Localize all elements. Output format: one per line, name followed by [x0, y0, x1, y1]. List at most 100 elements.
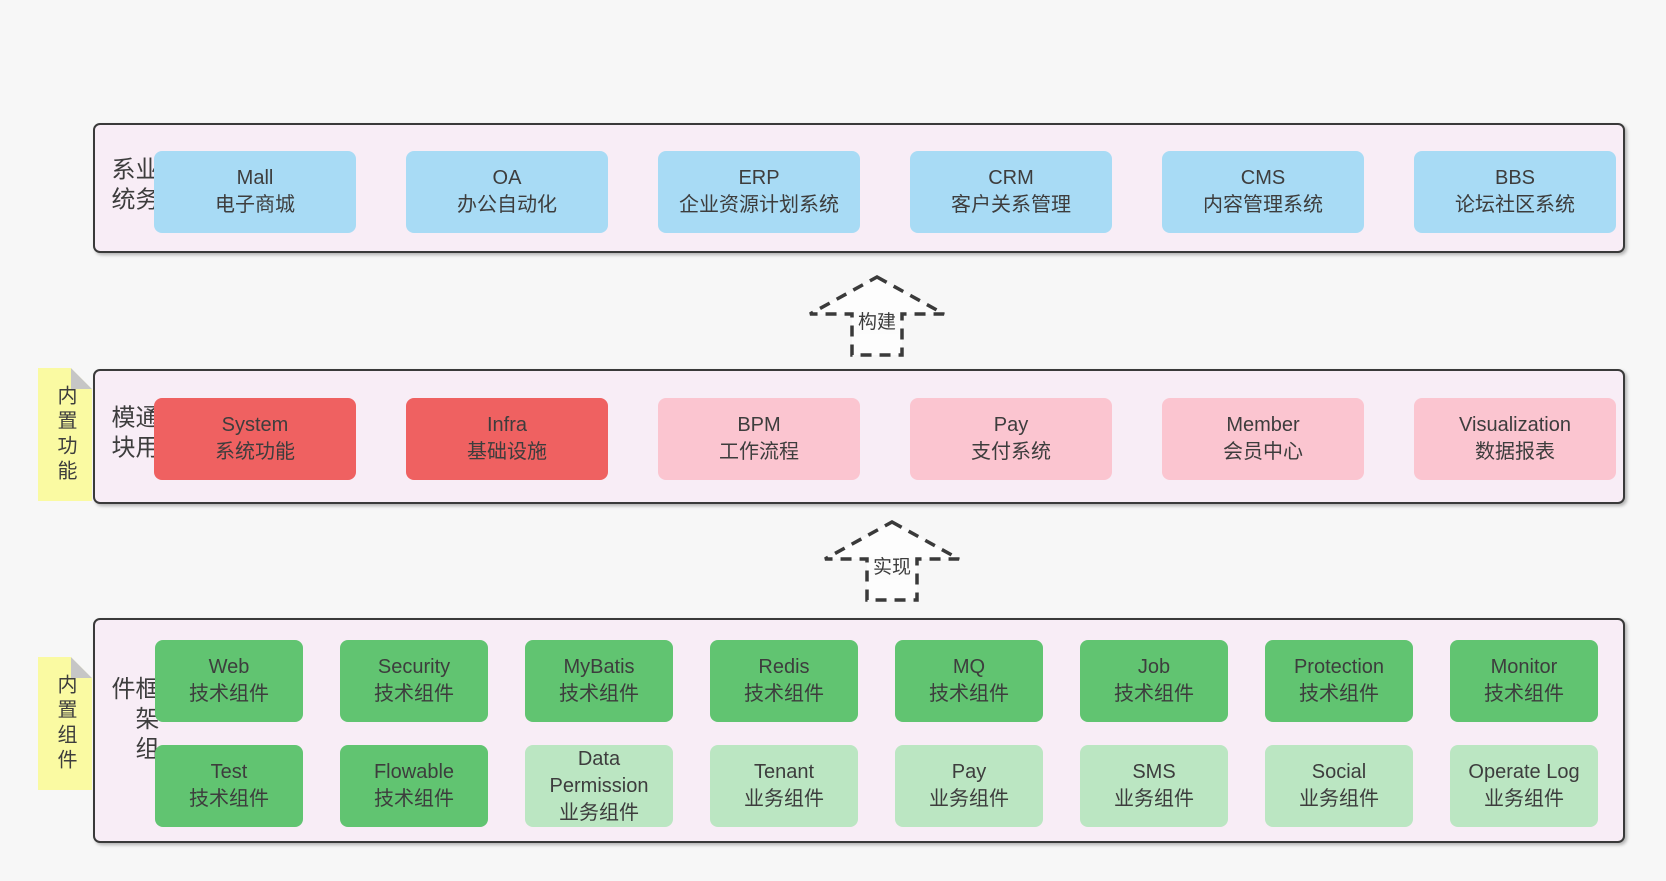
box-subtitle: 技术组件 [1114, 683, 1194, 705]
box-pay-biz: Pay 业务组件 [895, 745, 1043, 827]
box-title: BPM [737, 414, 781, 436]
box-subtitle: 技术组件 [189, 683, 269, 705]
box-cms: CMS 内容管理系统 [1162, 151, 1364, 233]
box-title: Operate Log [1468, 761, 1580, 783]
layer-common-modules: 通用模块 System 系统功能 Infra 基础设施 BPM 工作流程 Pay… [93, 369, 1625, 504]
box-title: Data Permission [549, 747, 649, 797]
box-subtitle: 技术组件 [1299, 683, 1379, 705]
box-mq: MQ 技术组件 [895, 640, 1043, 722]
box-subtitle: 内容管理系统 [1203, 194, 1323, 216]
box-subtitle: 业务组件 [1114, 788, 1194, 810]
box-title: Mall [236, 167, 274, 189]
box-title: CRM [988, 167, 1034, 189]
box-subtitle: 技术组件 [744, 683, 824, 705]
box-subtitle: 工作流程 [719, 441, 799, 463]
box-title: Tenant [753, 761, 815, 783]
box-subtitle: 支付系统 [971, 441, 1051, 463]
box-data-permission: Data Permission 业务组件 [525, 745, 673, 827]
box-subtitle: 业务组件 [929, 788, 1009, 810]
implement-arrow-label: 实现 [869, 557, 915, 579]
box-title: Web [208, 656, 250, 678]
box-title: MQ [952, 656, 986, 678]
layer-business-systems: 业务系统 Mall 电子商城 OA 办公自动化 ERP 企业资源计划系统 CRM… [93, 123, 1625, 253]
box-infra: Infra 基础设施 [406, 398, 608, 480]
box-subtitle: 业务组件 [559, 801, 639, 824]
box-title: Member [1226, 414, 1300, 436]
box-subtitle: 技术组件 [1484, 683, 1564, 705]
box-title: Job [1137, 656, 1171, 678]
box-title: Security [377, 656, 451, 678]
box-tenant: Tenant 业务组件 [710, 745, 858, 827]
box-title: Pay [993, 414, 1029, 436]
build-arrow: 构建 [807, 274, 947, 358]
box-redis: Redis 技术组件 [710, 640, 858, 722]
box-subtitle: 技术组件 [559, 683, 639, 705]
box-subtitle: 业务组件 [744, 788, 824, 810]
folded-corner-icon [71, 657, 92, 678]
sticky-note-label: 内置组件 [54, 673, 76, 774]
box-sms: SMS 业务组件 [1080, 745, 1228, 827]
box-subtitle: 业务组件 [1484, 788, 1564, 810]
box-erp: ERP 企业资源计划系统 [658, 151, 860, 233]
layer-label-business-systems: 业务系统 [107, 156, 158, 217]
box-subtitle: 会员中心 [1223, 441, 1303, 463]
box-title: Monitor [1490, 656, 1558, 678]
box-subtitle: 技术组件 [374, 683, 454, 705]
box-member: Member 会员中心 [1162, 398, 1364, 480]
box-subtitle: 企业资源计划系统 [679, 194, 839, 216]
box-crm: CRM 客户关系管理 [910, 151, 1112, 233]
layer-label-framework-components: 框架组件 [107, 675, 158, 766]
box-title: Redis [758, 656, 810, 678]
box-title: ERP [738, 167, 780, 189]
box-test: Test 技术组件 [155, 745, 303, 827]
box-mybatis: MyBatis 技术组件 [525, 640, 673, 722]
box-job: Job 技术组件 [1080, 640, 1228, 722]
box-title: BBS [1494, 167, 1536, 189]
sticky-note-label: 内置功能 [54, 384, 76, 485]
box-subtitle: 技术组件 [929, 683, 1009, 705]
box-subtitle: 业务组件 [1299, 788, 1379, 810]
box-subtitle: 数据报表 [1475, 441, 1555, 463]
box-oa: OA 办公自动化 [406, 151, 608, 233]
box-bpm: BPM 工作流程 [658, 398, 860, 480]
box-title: OA [492, 167, 522, 189]
box-title: System [221, 414, 289, 436]
box-protection: Protection 技术组件 [1265, 640, 1413, 722]
box-security: Security 技术组件 [340, 640, 488, 722]
box-title: Flowable [373, 761, 455, 783]
box-mall: Mall 电子商城 [154, 151, 356, 233]
box-subtitle: 论坛社区系统 [1455, 194, 1575, 216]
box-web: Web 技术组件 [155, 640, 303, 722]
box-monitor: Monitor 技术组件 [1450, 640, 1598, 722]
layer-label-common-modules: 通用模块 [107, 403, 158, 464]
box-title: CMS [1240, 167, 1286, 189]
box-subtitle: 办公自动化 [457, 194, 557, 216]
box-subtitle: 基础设施 [467, 441, 547, 463]
box-title: Visualization [1459, 414, 1571, 436]
box-subtitle: 系统功能 [215, 441, 295, 463]
box-title: Pay [951, 761, 987, 783]
box-title: MyBatis [563, 656, 635, 678]
box-title: Infra [486, 414, 528, 436]
folded-corner-icon [71, 368, 92, 389]
box-title: SMS [1132, 761, 1176, 783]
box-pay: Pay 支付系统 [910, 398, 1112, 480]
box-subtitle: 技术组件 [189, 788, 269, 810]
box-operate-log: Operate Log 业务组件 [1450, 745, 1598, 827]
box-subtitle: 客户关系管理 [951, 194, 1071, 216]
sticky-note-builtin-features: 内置功能 [38, 368, 92, 501]
box-subtitle: 技术组件 [374, 788, 454, 810]
box-title: Test [210, 761, 248, 783]
box-bbs: BBS 论坛社区系统 [1414, 151, 1616, 233]
box-visualization: Visualization 数据报表 [1414, 398, 1616, 480]
box-social: Social 业务组件 [1265, 745, 1413, 827]
build-arrow-label: 构建 [854, 312, 900, 334]
box-system: System 系统功能 [154, 398, 356, 480]
implement-arrow: 实现 [822, 519, 962, 603]
box-title: Protection [1293, 656, 1385, 678]
box-title: Social [1311, 761, 1367, 783]
box-subtitle: 电子商城 [215, 194, 295, 216]
layer-framework-components: 框架组件 Web 技术组件 Security 技术组件 MyBatis 技术组件… [93, 618, 1625, 843]
box-flowable: Flowable 技术组件 [340, 745, 488, 827]
